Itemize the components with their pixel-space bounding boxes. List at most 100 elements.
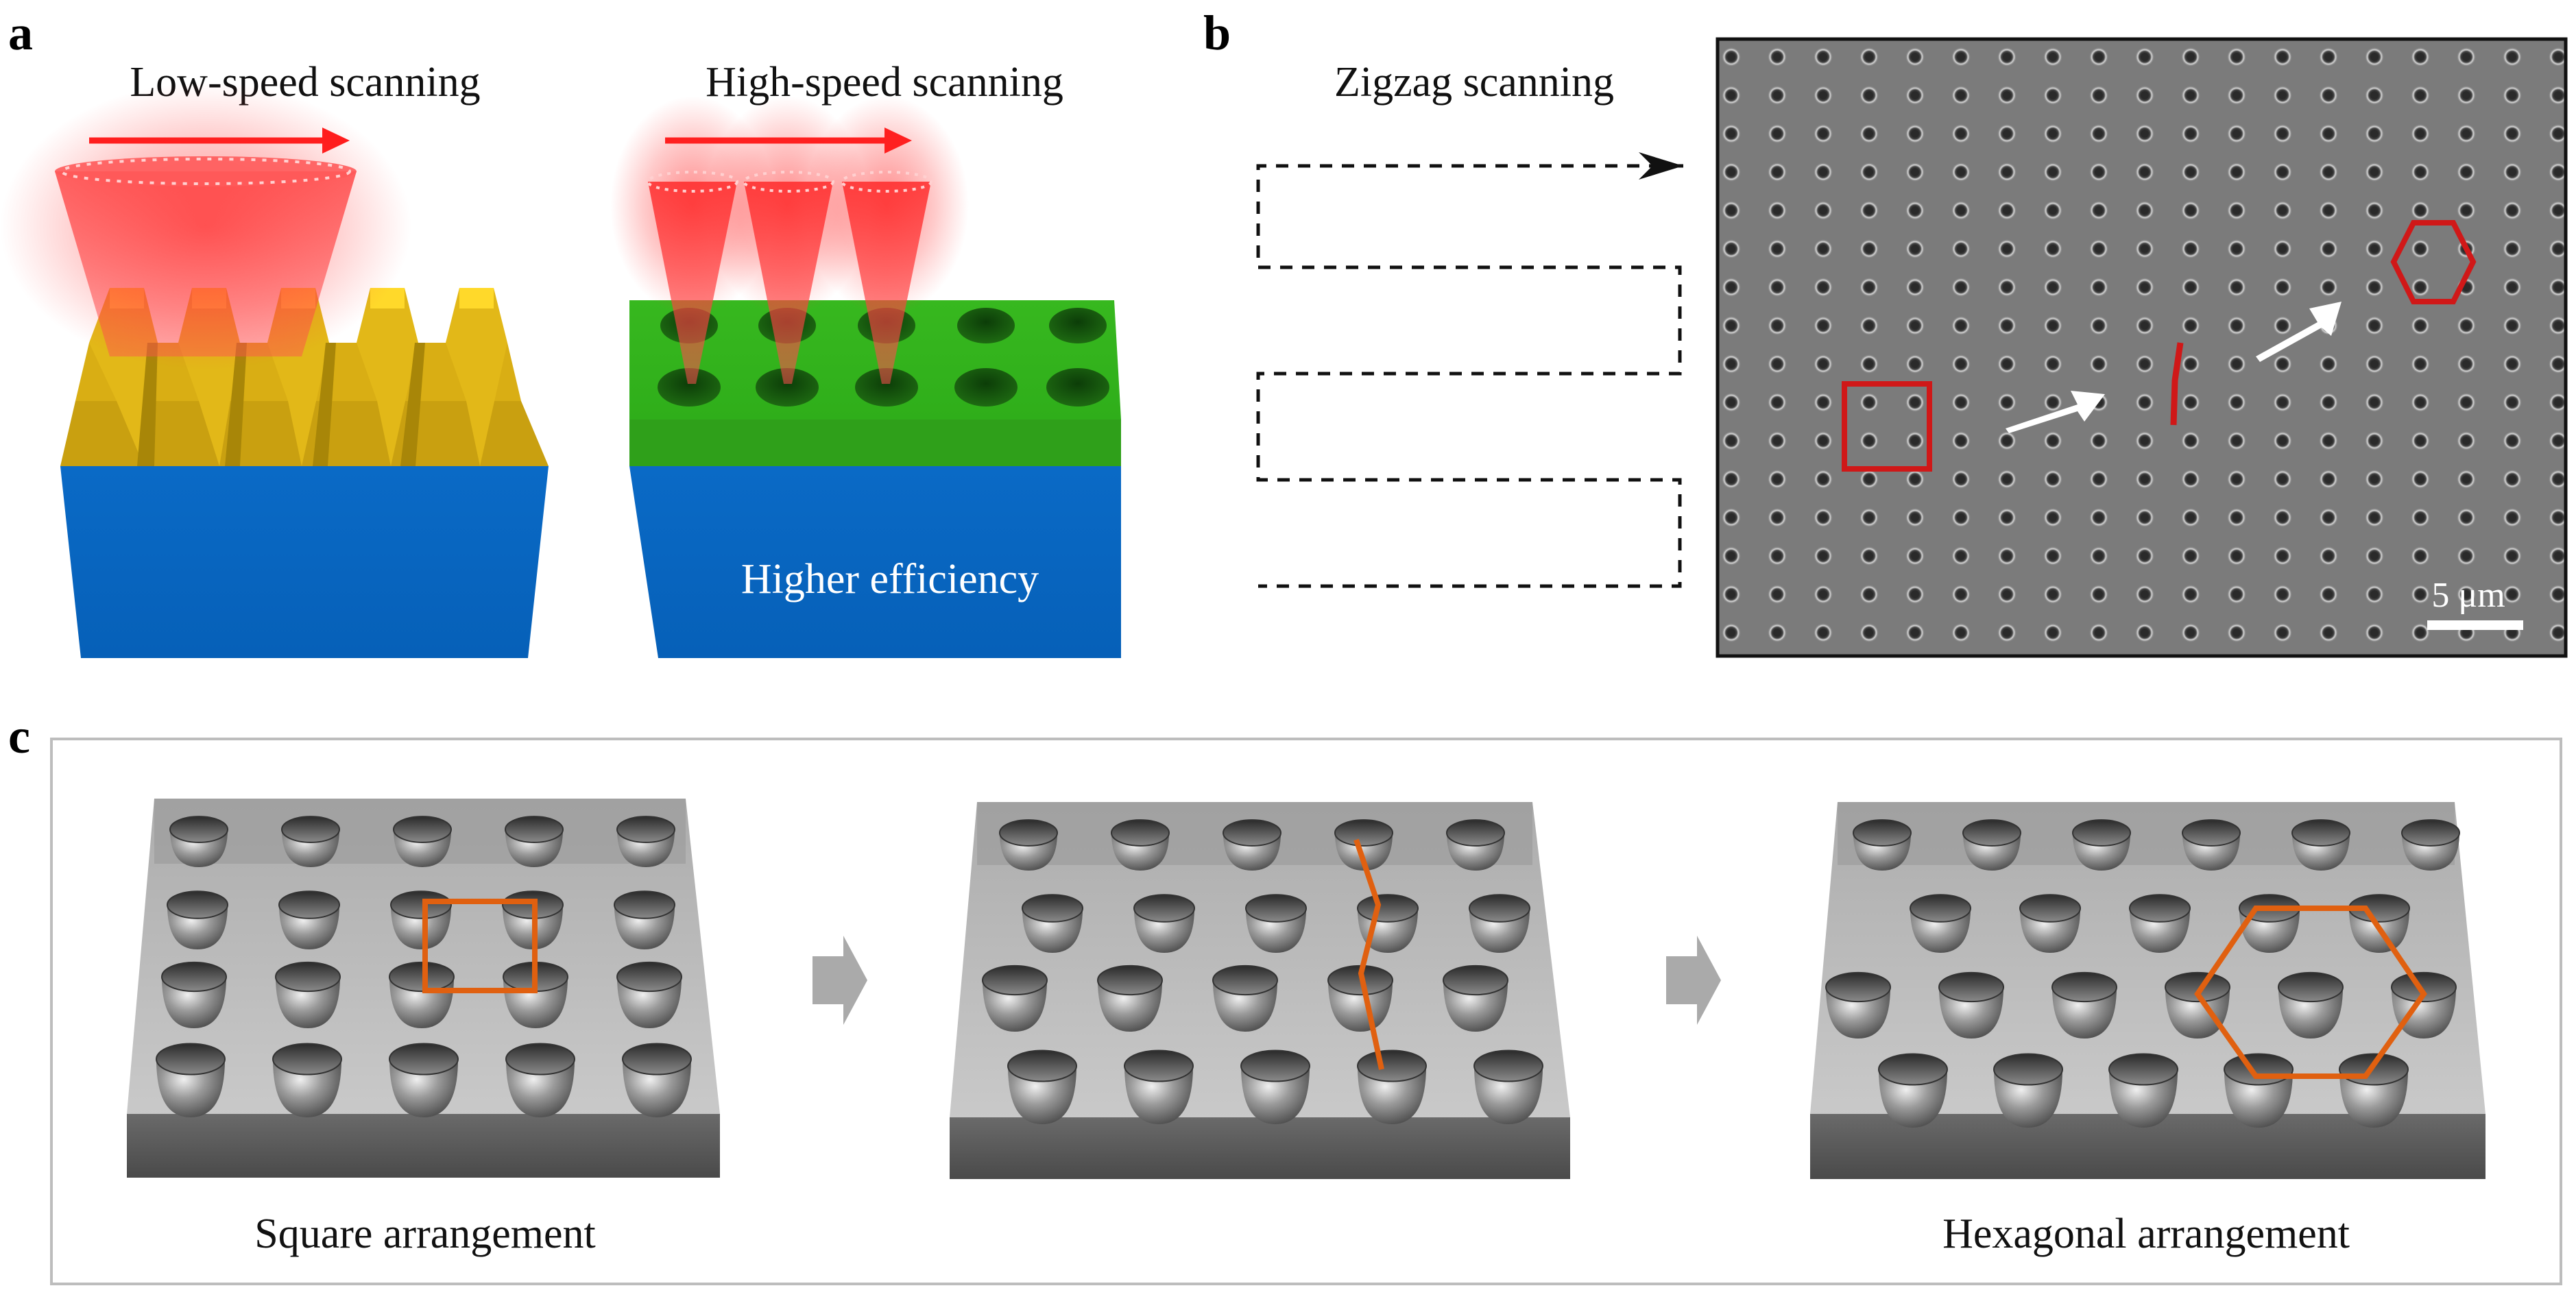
well-cup	[389, 1059, 458, 1117]
well-rim	[275, 961, 341, 993]
transition-arrow-1	[812, 936, 867, 1025]
zigzag-title: Zigzag scanning	[1334, 59, 1614, 106]
green-film-front	[629, 420, 1121, 466]
higher-efficiency-label: Higher efficiency	[741, 556, 1039, 603]
well-rim	[281, 816, 340, 843]
panel-c: c Square arrangement	[8, 709, 2562, 1285]
well-cup	[156, 1059, 225, 1117]
well-rim	[1007, 1049, 1077, 1082]
transition-arrow-2	[1666, 936, 1721, 1025]
sem-image: 5 μm	[1716, 37, 2568, 658]
panel-b-letter: b	[1203, 5, 1231, 60]
well-rim	[1853, 819, 1912, 847]
zigzag-path	[1256, 152, 1683, 588]
well-rim	[616, 816, 675, 843]
slab-square	[127, 799, 720, 1178]
well-rim	[2051, 971, 2117, 1003]
well-rim	[1469, 894, 1530, 923]
well-rim	[1133, 894, 1195, 923]
hexagonal-lattice-marker	[2390, 220, 2477, 304]
well-rim	[1443, 964, 1508, 996]
well-rim	[1097, 964, 1163, 996]
well-rim	[2278, 971, 2344, 1003]
well-rim	[2182, 819, 2241, 847]
well-rim	[1473, 1049, 1543, 1082]
well-cup	[1241, 1066, 1310, 1124]
well-rim	[1212, 964, 1278, 996]
panel-a-letter: a	[8, 5, 33, 60]
square-highlight	[422, 899, 538, 993]
well-rim	[272, 1043, 342, 1076]
well-rim	[1124, 1049, 1194, 1082]
well-cup	[2224, 1069, 2293, 1128]
well-rim	[156, 1043, 226, 1076]
well-rim	[1825, 971, 1891, 1003]
hexagonal-arrangement-caption: Hexagonal arrangement	[1942, 1211, 2350, 1257]
well-rim	[2072, 819, 2131, 847]
well-rim	[390, 890, 452, 919]
well-rim	[1334, 819, 1393, 847]
well-rim	[982, 964, 1048, 996]
well-rim	[1938, 971, 2004, 1003]
high-speed-scheme: High-speed scanning Higher efficiency	[610, 59, 1121, 658]
well-rim	[389, 961, 455, 993]
blue-substrate	[60, 466, 549, 658]
well-rim	[616, 961, 682, 993]
well-rim	[1993, 1053, 2063, 1086]
well-cup	[2339, 1069, 2408, 1128]
well-cup	[1124, 1066, 1193, 1124]
well-cup	[1994, 1069, 2062, 1128]
well-rim	[2165, 971, 2230, 1003]
low-speed-scheme: Low-speed scanning	[0, 59, 549, 658]
well-cup	[1358, 1066, 1426, 1124]
well-rim	[2224, 1053, 2294, 1086]
well-rim	[622, 1043, 692, 1076]
scale-bar	[2427, 620, 2523, 630]
well-cup	[623, 1059, 691, 1117]
well-rim	[1878, 1053, 1948, 1086]
white-arrow-1	[2006, 391, 2105, 433]
well-rim	[2339, 1053, 2409, 1086]
well-rim	[2019, 894, 2081, 923]
hexagon-highlight	[2194, 906, 2427, 1079]
well-rim	[2108, 1053, 2178, 1086]
well-rim	[2391, 971, 2457, 1003]
well-rim	[169, 816, 228, 843]
well-rim	[1962, 819, 2021, 847]
well-rim	[393, 816, 452, 843]
well-rim	[1223, 819, 1281, 847]
well-cup	[1008, 1066, 1076, 1124]
well-rim	[1022, 894, 1083, 923]
well-rim	[505, 816, 564, 843]
well-rim	[1357, 1049, 1427, 1082]
well-rim	[1245, 894, 1307, 923]
square-cups	[156, 816, 692, 1117]
well-rim	[2129, 894, 2191, 923]
white-arrow-2	[2256, 302, 2342, 362]
well-rim	[1111, 819, 1170, 847]
well-rim	[1446, 819, 1505, 847]
well-rim	[278, 890, 340, 919]
well-rim	[2401, 819, 2460, 847]
well-rim	[2291, 819, 2350, 847]
zigzag-arrowhead	[1639, 152, 1683, 180]
well-rim	[505, 1043, 575, 1076]
scale-bar-label: 5 μm	[2431, 576, 2505, 615]
well-cup	[1879, 1069, 1947, 1128]
intermediate-cups	[982, 819, 1543, 1124]
well-rim	[1357, 894, 1419, 923]
panel-c-letter: c	[8, 709, 30, 764]
well-cup	[506, 1059, 575, 1117]
panel-a: a Low-speed scanning	[0, 5, 1121, 658]
shift-line-highlight	[1353, 838, 1384, 1070]
well-cup	[2109, 1069, 2178, 1128]
laser-beams-separated	[610, 96, 969, 384]
well-cup	[1474, 1066, 1543, 1124]
panel-b: b Zigzag scanning 5 μm	[1203, 5, 2568, 658]
well-rim	[999, 819, 1058, 847]
well-rim	[614, 890, 675, 919]
well-rim	[1910, 894, 1971, 923]
square-arrangement-caption: Square arrangement	[254, 1211, 595, 1257]
slab-intermediate	[950, 802, 1570, 1179]
well-rim	[389, 1043, 459, 1076]
